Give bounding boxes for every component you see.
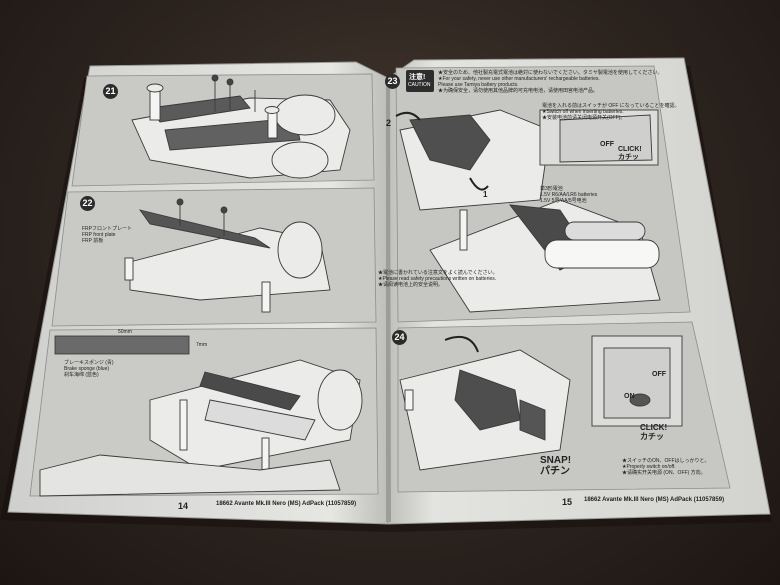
front-plate-label-en: FRP front plate (82, 232, 116, 238)
snap-label-en: SNAP! (540, 455, 572, 466)
brake-sponge-strip (54, 335, 190, 355)
caution-text-en-2: Please use Tamiya battery products. (438, 82, 519, 88)
step23-switch-note: 電池を入れる前はスイッチが OFF になっていることを確認。 ★Switch o… (542, 103, 680, 121)
battery-note: 単3形電池 1.5V R6/AA/LR6 batteries 1.5V 5号/A… (540, 186, 597, 204)
caution-badge-en: CAUTION (408, 82, 431, 88)
brake-sponge-label-en: Brake sponge (blue) (64, 366, 110, 372)
arrow-label-1: 1 (483, 190, 488, 199)
step23-off-label: OFF (600, 141, 614, 148)
battery-note-jp: 単3形電池 (540, 186, 563, 192)
step-21-badge: 21 (103, 84, 118, 99)
front-plate-label: FRPフロントプレート FRP front plate FRP 前板 (82, 226, 132, 244)
caution-text-en: ★For your safety, never use other manufa… (438, 76, 600, 82)
snap-label-jp: パチン (540, 466, 570, 477)
step24-click-en: CLICK! (640, 423, 668, 432)
brake-sponge-label-cn: 刹车海绵 (蓝色) (64, 372, 99, 378)
caution-text-cn: ★为确保安全，请勿使用其他品牌的可充电电池，请使用田宫电池产品。 (438, 88, 599, 94)
sponge-length-dimension: 50mm (118, 329, 132, 335)
step24-switch-note-cn: ★请确实开关电源 (ON、OFF) 方向。 (622, 470, 706, 476)
battery-warning-cn: ★请阅读电池上的安全说明。 (378, 282, 444, 288)
step23-switch-note-en: ★Switch off when inserting batteries. (542, 109, 624, 115)
step24-click-jp: カチッ (640, 432, 664, 441)
sponge-height-dimension: 7mm (196, 342, 208, 348)
left-page-footer: 18662 Avante Mk.III Nero (MS) AdPack (11… (216, 501, 357, 507)
step23-click-jp: カチッ (618, 154, 639, 161)
caution-badge: 注意! CAUTION (406, 70, 434, 92)
step23-switch-note-cn: ★安装电池前请关闭电源开关(OFF)。 (542, 115, 626, 121)
battery-warning-jp: ★電池に書かれている注意文をよく読んでください。 (378, 270, 498, 276)
step-24-badge: 24 (392, 330, 407, 345)
step-23-badge: 23 (385, 74, 400, 89)
step23-switch-note-jp: 電池を入れる前はスイッチが OFF になっていることを確認。 (542, 103, 680, 109)
caution-text-jp: ★安全のため、他社製充電式電池は絶対に使わないでください。タミヤ製電池を使用して… (438, 70, 663, 76)
caution-text: ★安全のため、他社製充電式電池は絶対に使わないでください。タミヤ製電池を使用して… (438, 70, 663, 94)
right-page-number: 15 (562, 497, 573, 507)
step24-switch-note-jp: ★スイッチのON、OFFはしっかりと。 (622, 458, 710, 464)
battery-warning-en: ★Please read safety precautions written … (378, 276, 497, 282)
front-plate-label-cn: FRP 前板 (82, 238, 104, 244)
caution-badge-jp: 注意! (409, 74, 426, 81)
step24-off-label: OFF (652, 371, 666, 378)
step24-switch-note: ★スイッチのON、OFFはしっかりと。 ★Properly switch on/… (622, 458, 710, 476)
front-plate-label-jp: FRPフロントプレート (82, 226, 133, 232)
step24-on-label: ON (624, 393, 635, 400)
brake-sponge-label-jp: ブレーキスポンジ (青) (64, 360, 114, 366)
step-22-badge: 22 (80, 196, 95, 211)
step24-switch-note-en: ★Properly switch on/off. (622, 464, 676, 470)
arrow-label-2: 2 (386, 118, 392, 128)
brake-sponge-label: ブレーキスポンジ (青) Brake sponge (blue) 刹车海绵 (蓝… (64, 360, 114, 378)
battery-note-cn: 1.5V 5号/AA/5号电池 (540, 198, 587, 204)
battery-warning-note: ★電池に書かれている注意文をよく読んでください。 ★Please read sa… (378, 270, 498, 288)
step24-click-label: CLICK! カチッ (640, 423, 667, 441)
right-page-footer: 18662 Avante Mk.III Nero (MS) AdPack (11… (584, 497, 725, 503)
step23-click-en: CLICK! (618, 146, 642, 153)
battery-note-en: 1.5V R6/AA/LR6 batteries (540, 192, 598, 198)
step23-click-label: CLICK! カチッ (618, 146, 642, 162)
left-page-number: 14 (178, 501, 189, 511)
snap-label: SNAP! パチン (540, 455, 571, 477)
